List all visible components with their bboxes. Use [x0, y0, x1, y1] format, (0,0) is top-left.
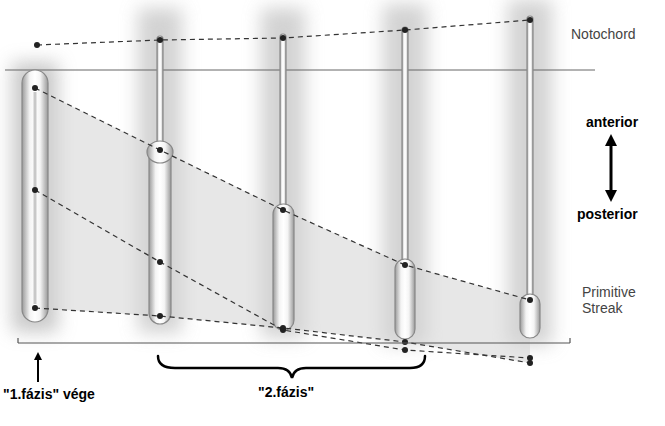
primitive-streak-label: Primitive Streak [582, 284, 654, 316]
direction-label: anterior [586, 114, 661, 130]
marker-dots [32, 17, 533, 366]
dashed-lines [35, 20, 530, 363]
embryo-4 [395, 27, 415, 339]
embryo-3 [273, 34, 294, 330]
embryo-5 [520, 16, 540, 338]
time-axis [18, 338, 570, 343]
primitive-streak-1 [22, 70, 48, 322]
phase-label: "1.fázis" vége [3, 386, 133, 402]
phase-label: "2.fázis" [258, 384, 338, 400]
embryo-2 [147, 36, 173, 324]
axis-arrow [610, 140, 613, 196]
direction-label: posterior [577, 206, 661, 222]
notochord-label: Notochord [571, 26, 661, 42]
up-arrow [37, 356, 39, 382]
phase-brace [158, 356, 425, 378]
reference-line [5, 70, 595, 71]
